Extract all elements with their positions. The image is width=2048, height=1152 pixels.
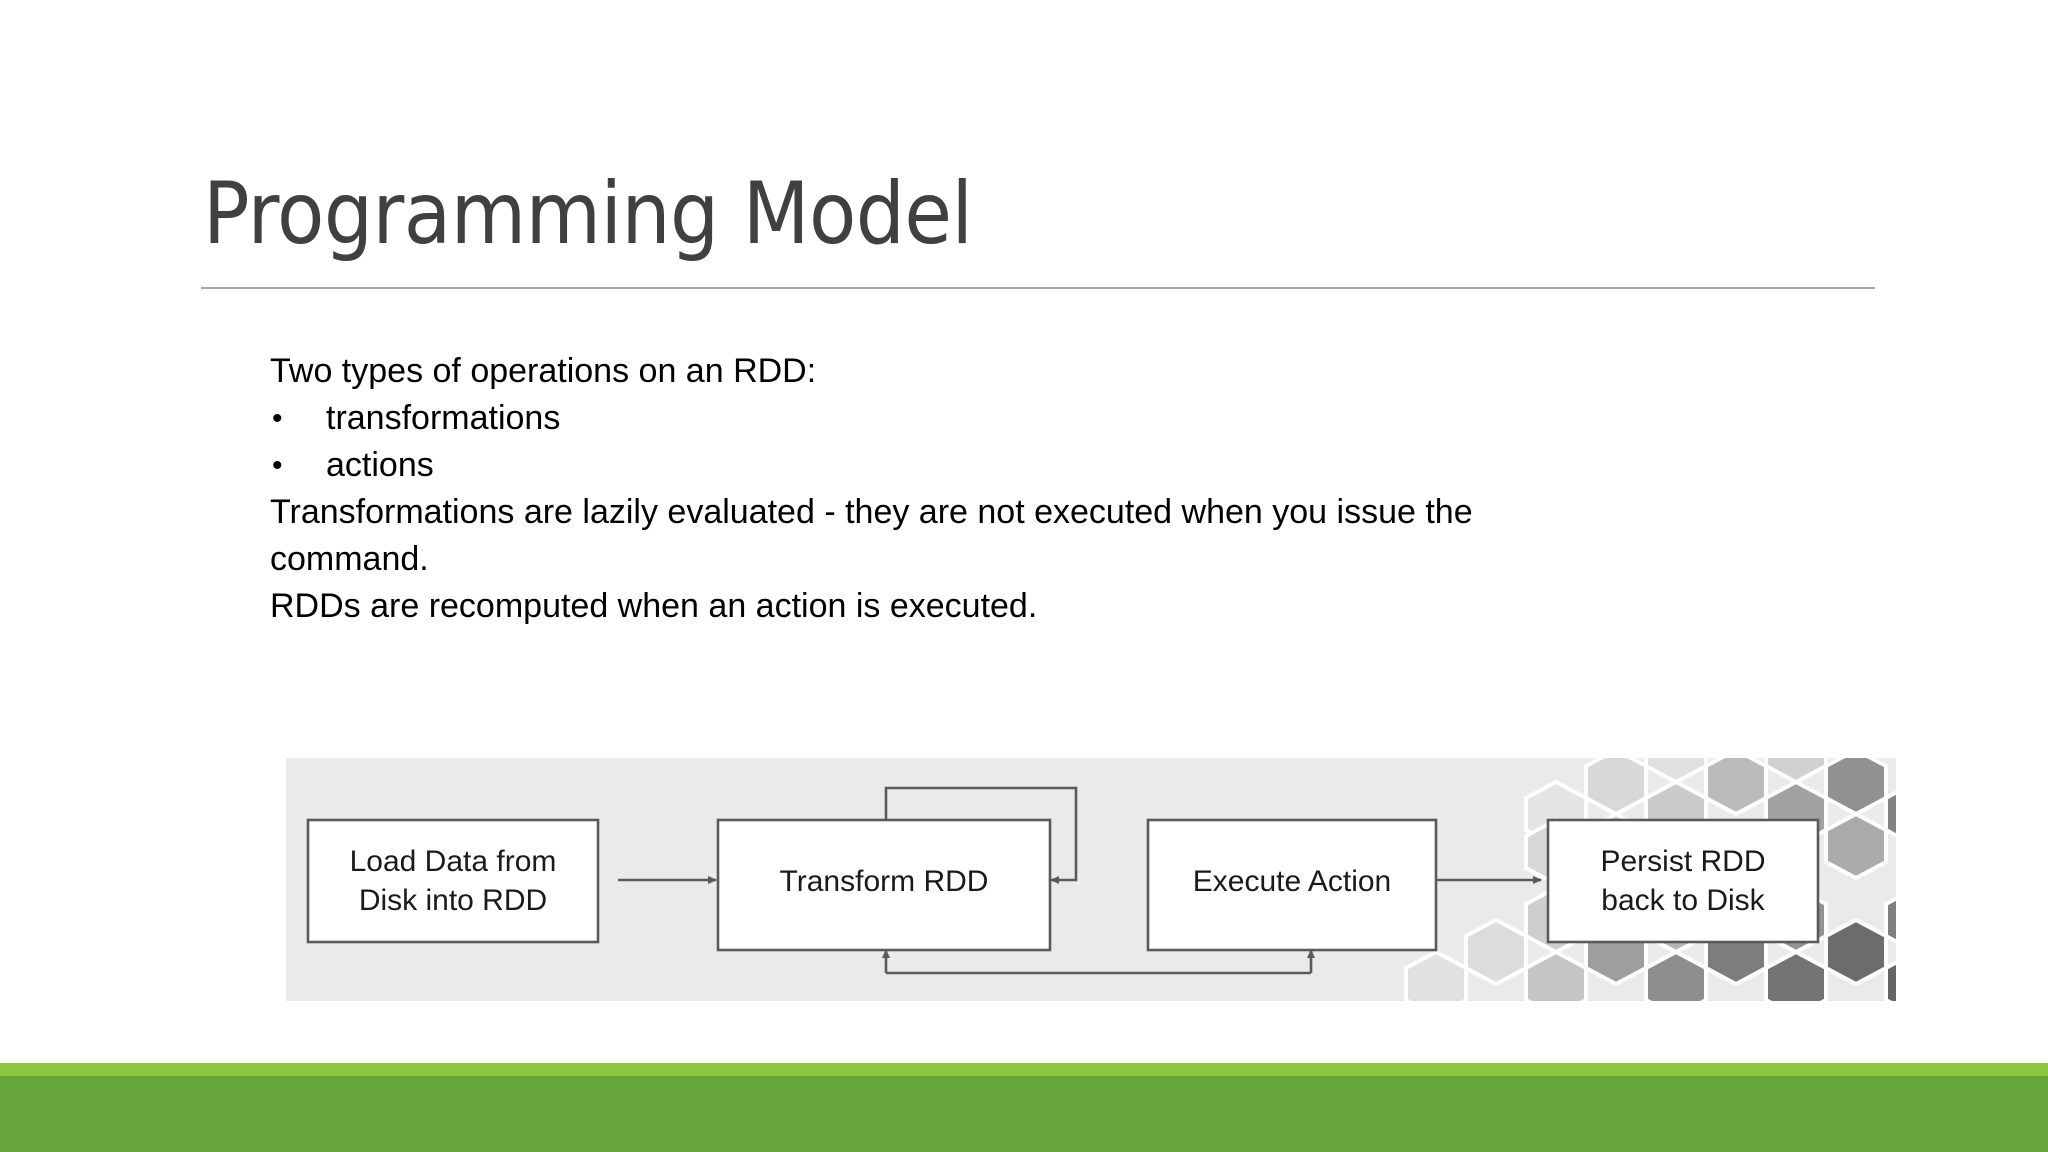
bullet-label: actions [326, 446, 434, 484]
box-label-line: back to Disk [1601, 884, 1765, 917]
bullet-item-transformations: • transformations [270, 395, 1590, 442]
title-underline-rule [201, 287, 1875, 289]
body-intro-line: Two types of operations on an RDD: [270, 352, 817, 390]
arrow-transform-self-loop [884, 786, 1078, 884]
bullet-item-actions: • actions [270, 442, 1590, 489]
bullet-label: transformations [326, 399, 561, 437]
footer-band-dark-green [0, 1076, 2048, 1152]
bullet-marker-icon: • [272, 449, 283, 482]
body-paragraph-lazy-evaluation: Transformations are lazily evaluated - t… [270, 493, 1483, 578]
footer-band-light-green [0, 1063, 2048, 1076]
box-label-line: Transform RDD [780, 865, 989, 898]
body-paragraph-recompute: RDDs are recomputed when an action is ex… [270, 587, 1038, 625]
page-title: Programming Model [203, 164, 973, 264]
diagram-connectors [618, 786, 1542, 975]
diagram-boxes: Load Data from Disk into RDD Transform R… [306, 818, 1820, 952]
body-text-block: Two types of operations on an RDD: • tra… [270, 348, 1590, 630]
box-label-line: Load Data from [350, 845, 557, 878]
box-label-line: Disk into RDD [359, 884, 547, 917]
diagram-box-action: Execute Action [1146, 818, 1438, 952]
diagram-box-load: Load Data from Disk into RDD [306, 818, 600, 944]
pipeline-diagram-image: Load Data from Disk into RDD Transform R… [286, 758, 1896, 1001]
box-label-line: Persist RDD [1600, 845, 1765, 878]
pipeline-diagram-svg: Load Data from Disk into RDD Transform R… [286, 758, 1896, 1001]
box-label-line: Execute Action [1193, 865, 1391, 898]
diagram-box-transform: Transform RDD [716, 818, 1052, 952]
bullet-marker-icon: • [272, 402, 283, 435]
diagram-box-persist: Persist RDD back to Disk [1546, 818, 1820, 944]
